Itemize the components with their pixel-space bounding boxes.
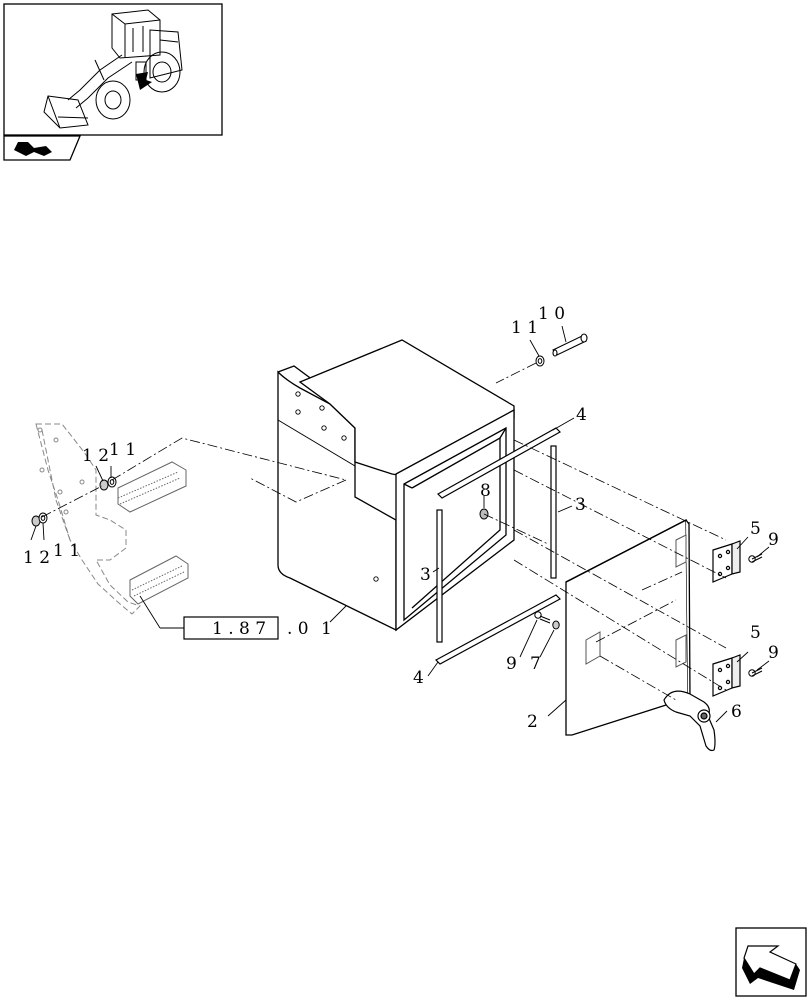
gasket-strip-3-right [550,445,557,579]
tool-box [277,339,515,632]
washer-11-upper [107,476,117,488]
callout-2: 2 [527,712,538,732]
bracket-rails [117,461,189,605]
callout-11-upper: 1 1 [109,440,136,460]
gasket-strip-4-upper [437,427,561,499]
callout-10: 1 0 [538,304,565,324]
callout-5-upper: 5 [750,519,761,539]
callout-9-upper: 9 [768,530,779,550]
assembly-lines [41,362,727,701]
reference-suffix: . 0 [287,619,309,639]
bracket-phantom [35,423,141,615]
callout-labels: 1 0 1 1 4 8 3 3 4 9 7 2 6 5 9 5 9 1 2 1 … [23,304,779,732]
callout-11-top: 1 1 [511,318,538,338]
bracket-holes [37,427,85,515]
callout-3-left: 3 [420,565,431,585]
washer-11-lower [38,512,48,524]
callout-6: 6 [731,702,742,722]
plate-holes [295,391,379,582]
callout-7: 7 [530,654,541,674]
bolt-10 [552,333,588,357]
screw-9-door [534,611,551,624]
door-panel [565,518,691,736]
machine-thumbnail[interactable] [3,3,223,136]
callout-11-lower: 1 1 [53,541,80,561]
screw-9-lower [748,667,763,677]
callout-8: 8 [480,481,491,501]
callout-9-lower: 9 [768,643,779,663]
washer-11-top [535,355,545,367]
reference-box[interactable]: 1 . 8 7 . 0 [183,616,309,640]
gasket-strip-3-left [436,509,443,643]
callout-12-lower: 1 2 [23,548,50,568]
callout-9-door: 9 [506,654,517,674]
callout-4-lower: 4 [413,668,424,688]
next-page-arrow-icon[interactable] [735,927,807,997]
washer-12-upper [99,479,109,491]
callout-3-right: 3 [575,495,586,515]
latch-handle [663,690,716,752]
wheel-loader-icon [43,9,183,129]
callout-5-lower: 5 [750,623,761,643]
reference-number: 1 . 8 7 [212,619,266,639]
hinge-upper [712,540,741,583]
screw-9-upper [748,553,763,563]
callout-4-upper: 4 [576,405,587,425]
callout-1: 1 [321,619,332,639]
callout-12-upper: 1 2 [82,446,109,466]
highlight-arrow-icon [136,72,152,90]
parts-list-icon[interactable] [3,135,81,161]
gasket-strip-4-lower [435,594,561,665]
hinge-lower [712,654,741,697]
leader-lines [30,325,770,723]
washer-7 [552,620,560,630]
